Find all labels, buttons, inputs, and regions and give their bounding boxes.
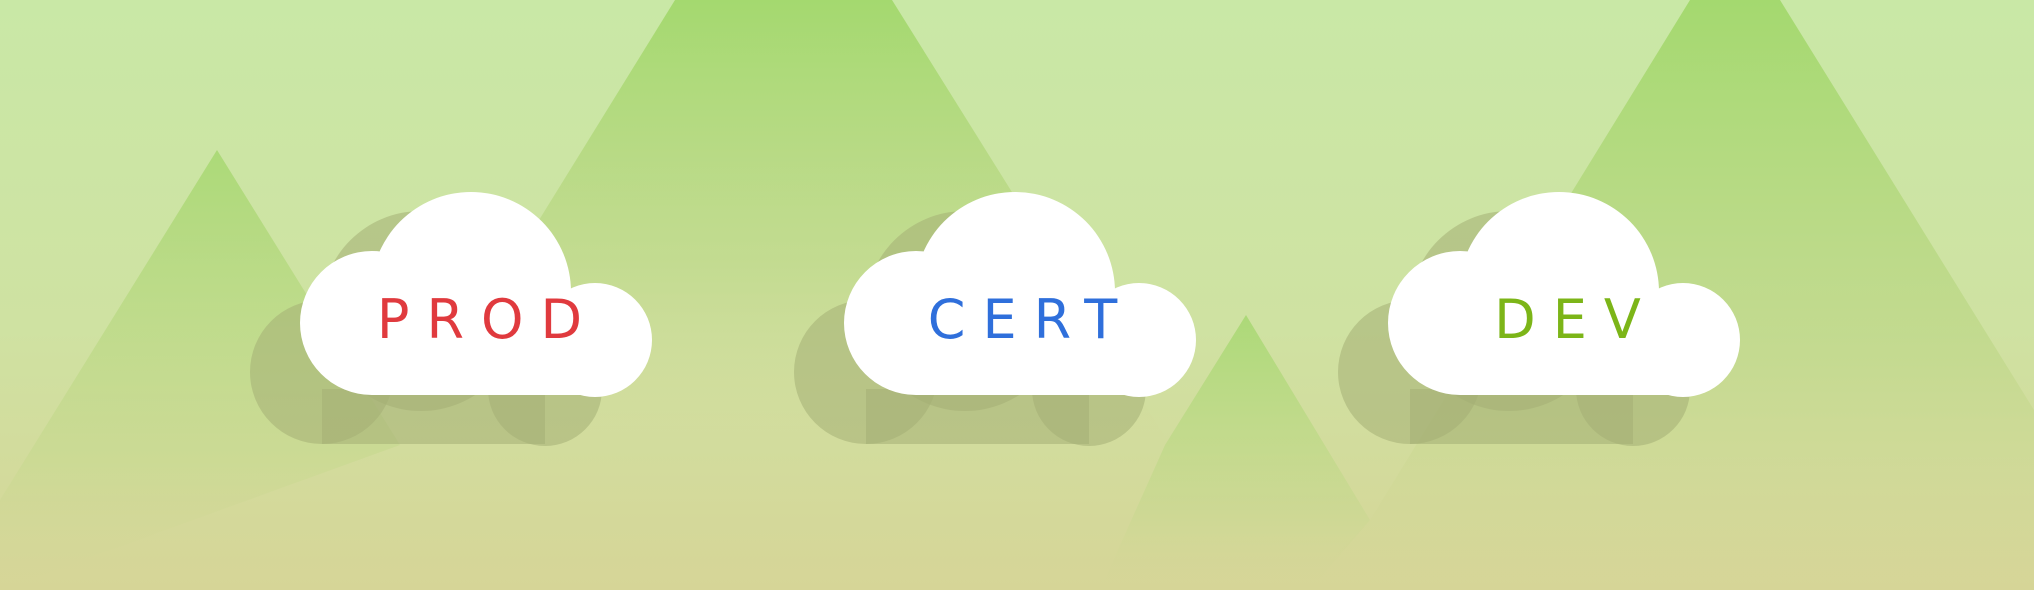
dev-label: DEV: [1494, 288, 1658, 351]
cert-label: CERT: [927, 288, 1135, 351]
prod-label: PROD: [376, 288, 600, 351]
cloud-dev: [1388, 192, 1740, 397]
clouds: [300, 192, 1740, 397]
cloud-prod: [300, 192, 652, 397]
mountain-left: [0, 150, 400, 590]
cloud-cert: [844, 192, 1196, 397]
mountain-small: [1100, 315, 1370, 590]
